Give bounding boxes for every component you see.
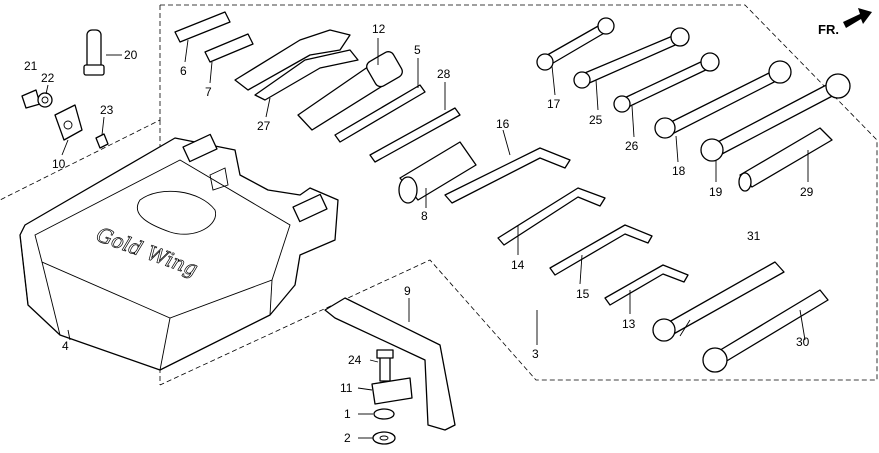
callout-6: 6 bbox=[180, 64, 187, 78]
part-12-extension-handle bbox=[297, 51, 403, 131]
part-25-open-end-wrench bbox=[573, 27, 690, 89]
part-7-screwdriver-bit bbox=[204, 33, 254, 63]
callout-9: 9 bbox=[404, 284, 411, 298]
arrow-icon bbox=[843, 8, 872, 28]
part-27-pliers bbox=[234, 29, 359, 101]
callout-29: 29 bbox=[800, 185, 814, 199]
callout-11: 11 bbox=[340, 381, 353, 395]
part-15-hex-wrench bbox=[549, 224, 653, 276]
part-6-screwdriver-bit bbox=[174, 11, 231, 43]
callout-15: 15 bbox=[576, 287, 590, 301]
callout-4: 4 bbox=[62, 339, 69, 353]
callout-2: 2 bbox=[344, 431, 351, 445]
callout-30: 30 bbox=[796, 335, 810, 349]
callout-5: 5 bbox=[414, 43, 421, 57]
part-23-screw bbox=[95, 133, 109, 149]
part-13-hex-wrench bbox=[604, 264, 689, 306]
front-direction-label: FR. bbox=[818, 22, 839, 37]
callout-8: 8 bbox=[421, 209, 428, 223]
part-19-box-wrench bbox=[700, 73, 851, 162]
callout-3: 3 bbox=[532, 347, 539, 361]
callout-7: 7 bbox=[205, 85, 212, 99]
callout-19: 19 bbox=[709, 185, 723, 199]
callout-31: 31 bbox=[747, 229, 761, 243]
part-31-spanner bbox=[652, 261, 785, 342]
callout-26: 26 bbox=[625, 139, 639, 153]
leader-lines bbox=[45, 38, 809, 439]
part-21-grommet bbox=[21, 89, 41, 109]
part-29-grip-sleeve bbox=[738, 127, 833, 192]
callout-10: 10 bbox=[52, 157, 66, 171]
callout-14: 14 bbox=[511, 258, 525, 272]
part-22-washer bbox=[37, 92, 53, 108]
part-24-bolt bbox=[376, 349, 394, 382]
callout-27: 27 bbox=[257, 119, 271, 133]
part-14-hex-wrench bbox=[497, 187, 606, 246]
callout-24: 24 bbox=[348, 353, 362, 367]
part-18-box-wrench bbox=[654, 60, 792, 139]
callout-20: 20 bbox=[124, 48, 138, 62]
part-30-spanner bbox=[702, 289, 829, 373]
part-28-screwdriver bbox=[369, 107, 461, 163]
part-16-hex-wrench bbox=[444, 147, 571, 204]
part-11-plate bbox=[371, 377, 413, 405]
callout-labels: 1 2 3 4 5 6 7 8 9 10 11 12 13 14 15 16 1… bbox=[24, 22, 814, 445]
callout-23: 23 bbox=[100, 103, 114, 117]
part-8-screwdriver-grip bbox=[398, 141, 477, 204]
part-26-open-end-wrench bbox=[613, 52, 720, 113]
callout-28: 28 bbox=[437, 67, 451, 81]
callout-22: 22 bbox=[41, 71, 55, 85]
part-10-bracket bbox=[54, 104, 83, 141]
callout-17: 17 bbox=[547, 97, 561, 111]
callout-1: 1 bbox=[344, 407, 351, 421]
callout-13: 13 bbox=[622, 317, 636, 331]
callout-16: 16 bbox=[496, 117, 510, 131]
callout-18: 18 bbox=[672, 164, 686, 178]
part-20-bolt bbox=[83, 29, 105, 76]
callout-21: 21 bbox=[24, 59, 38, 73]
tool-case: Gold Wing bbox=[19, 133, 339, 371]
part-2-washer bbox=[372, 431, 396, 445]
callout-12: 12 bbox=[372, 22, 386, 36]
part-1-washer bbox=[373, 408, 395, 420]
part-9-tool-strap bbox=[324, 297, 456, 431]
part-17-open-end-wrench bbox=[536, 17, 615, 71]
part-5-screwdriver bbox=[334, 84, 426, 143]
callout-25: 25 bbox=[589, 113, 603, 127]
front-direction-indicator: FR. bbox=[818, 8, 872, 37]
